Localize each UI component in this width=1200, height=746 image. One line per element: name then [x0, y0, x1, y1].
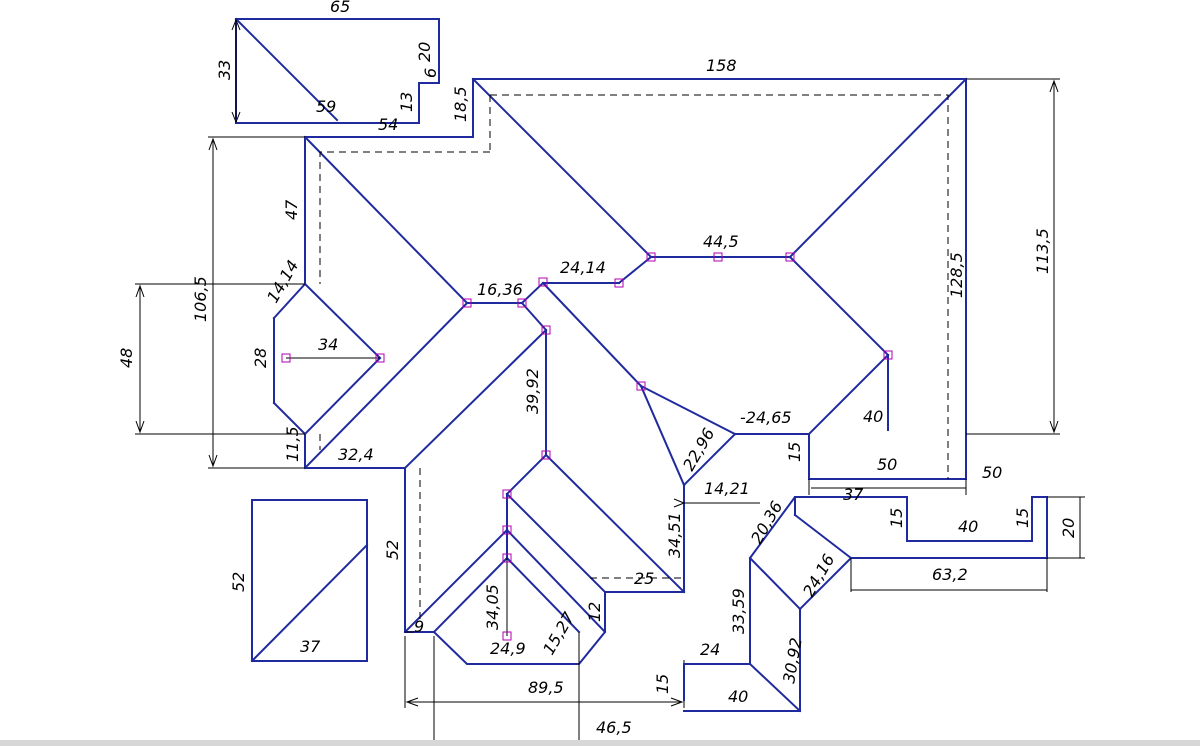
dim-9: 9	[414, 617, 424, 636]
dim-34-left: 34	[318, 335, 338, 354]
dim-24: 24	[700, 640, 720, 659]
window-bottom-edge	[0, 740, 1200, 746]
dim-46-5: 46,5	[596, 718, 632, 737]
dim-11-5: 11,5	[283, 426, 302, 462]
dim-24-65: -24,65	[740, 408, 792, 427]
dim-89-5: 89,5	[528, 678, 564, 697]
dim-20-36: 20,36	[747, 498, 786, 547]
dim-30-92: 30,92	[779, 636, 806, 684]
dim-14-14: 14,14	[263, 257, 302, 306]
dim-52-slab: 52	[229, 572, 248, 592]
bottom-right-roof	[683, 496, 1085, 713]
dim-65: 65	[330, 0, 350, 16]
left-wing	[135, 135, 653, 470]
dim-12: 12	[585, 602, 604, 622]
dimension-labels: 65 33 20 6 13 59 54 18,5 158 113,5 128,5…	[117, 0, 1078, 737]
dim-47: 47	[282, 199, 301, 220]
vertex-markers	[281, 252, 893, 641]
dim-37-top: 37	[843, 485, 864, 504]
dim-113-5: 113,5	[1033, 228, 1052, 274]
dim-13: 13	[397, 92, 416, 112]
dim-28: 28	[251, 348, 270, 368]
dim-128-5: 128,5	[947, 252, 966, 298]
dim-6: 6	[421, 68, 440, 78]
small-slab-bottom-left	[250, 499, 369, 663]
dim-48: 48	[117, 348, 136, 368]
dim-40-bottom: 40	[728, 687, 748, 706]
dim-39-92: 39,92	[523, 368, 542, 414]
dim-14-21: 14,21	[704, 479, 750, 498]
dim-24-14: 24,14	[560, 258, 606, 277]
dim-33: 33	[215, 60, 234, 80]
dim-15-27: 15,27	[539, 608, 579, 658]
dim-15-end: 15	[1013, 508, 1032, 528]
dim-34-51: 34,51	[665, 512, 684, 558]
main-roof-right	[471, 77, 1060, 495]
dim-59: 59	[316, 97, 336, 116]
dim-52-right: 52	[383, 540, 402, 560]
dim-16-36: 16,36	[477, 280, 523, 299]
dim-33-59: 33,59	[729, 588, 748, 634]
dim-20-top: 20	[415, 42, 434, 62]
dim-50-inner: 50	[877, 455, 897, 474]
bottom-center-roof	[403, 453, 686, 740]
dim-25: 25	[634, 569, 654, 588]
dim-54: 54	[378, 115, 398, 134]
dim-63-2: 63,2	[932, 565, 968, 584]
dim-20-end: 20	[1059, 518, 1078, 538]
dim-22-96: 22,96	[679, 425, 718, 474]
dim-15-bottom: 15	[653, 674, 672, 694]
dim-37-slab: 37	[300, 637, 321, 656]
dim-24-9: 24,9	[490, 639, 526, 658]
dim-158: 158	[706, 56, 737, 75]
dim-18-5: 18,5	[451, 86, 470, 122]
dim-40-step: 40	[958, 517, 978, 536]
dim-32-4: 32,4	[338, 445, 374, 464]
dim-15-right: 15	[785, 442, 804, 462]
dim-44-5: 44,5	[703, 232, 739, 251]
dim-50-outer: 50	[982, 463, 1002, 482]
dim-106-5: 106,5	[191, 276, 210, 322]
dim-40-right: 40	[863, 407, 883, 426]
central-triangle	[541, 281, 760, 593]
dim-34-05: 34,05	[483, 584, 502, 630]
dim-15-step: 15	[887, 508, 906, 528]
small-slab-top-left	[231, 17, 440, 124]
